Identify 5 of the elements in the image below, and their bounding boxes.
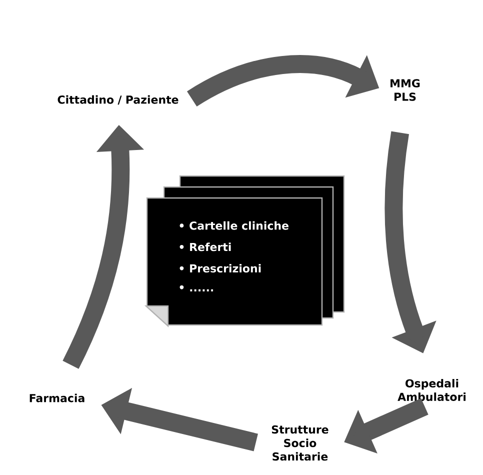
node-label: Cittadino / Paziente xyxy=(58,95,178,105)
node-label: Strutture Socio Sanitarie xyxy=(272,425,328,461)
node-label: MMG PLS xyxy=(390,79,420,101)
node-label: Farmacia xyxy=(30,394,84,402)
node-label: Ospedali Ambulatori xyxy=(398,379,466,401)
